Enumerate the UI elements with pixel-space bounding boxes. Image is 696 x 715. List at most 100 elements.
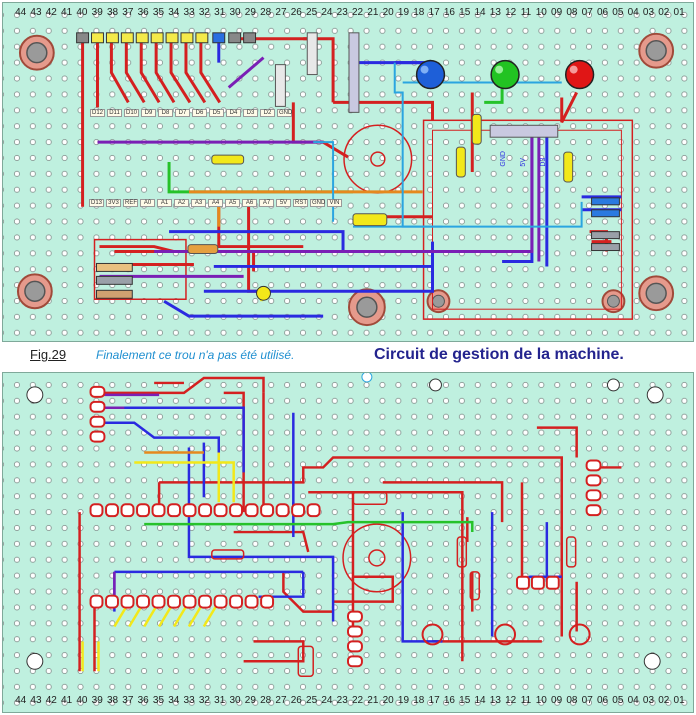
solder-pad: [167, 503, 181, 518]
solder-pad: [244, 503, 259, 518]
pin-label: A6: [242, 199, 257, 207]
hole-top-middle: [429, 378, 442, 392]
bottom-column-number: 39: [91, 695, 103, 706]
solder-pad: [167, 594, 181, 609]
resistor-footprints: [211, 491, 577, 677]
top-column-number: 06: [596, 7, 609, 18]
bottom-column-number: 27: [275, 695, 287, 706]
top-column-number: 10: [535, 7, 547, 18]
bottom-column-number: 09: [551, 695, 563, 706]
pin-label: D3: [243, 109, 258, 117]
top-column-number: 37: [122, 7, 134, 18]
solder-pad: [198, 594, 213, 609]
pin-label: D8: [158, 109, 173, 117]
annotation-note: Finalement ce trou n'a pas été utilisé.: [96, 348, 295, 362]
bottom-column-number: 04: [627, 695, 639, 706]
bottom-column-number: 16: [443, 695, 455, 706]
bottom-column-number: 02: [658, 695, 670, 706]
sensor-pin-label: D3: [540, 157, 547, 167]
top-column-number: 11: [520, 7, 532, 18]
bottom-column-number: 22: [351, 695, 364, 706]
top-column-number: 13: [489, 7, 501, 18]
bottom-column-number: 14: [474, 695, 486, 706]
led-blue: [415, 59, 446, 90]
pin-label: GND: [310, 199, 326, 207]
arduino-pad-row-lower: [89, 594, 275, 609]
arduino-pad-row-upper: [89, 503, 321, 518]
bottom-column-number: 38: [106, 695, 119, 706]
top-column-number: 38: [106, 7, 119, 18]
led-red: [564, 59, 595, 90]
solder-pad: [306, 503, 321, 518]
pin-label: D6: [192, 109, 207, 117]
solder-pad: [260, 594, 275, 609]
figure-label: Fig.29: [30, 347, 67, 362]
top-column-number: 32: [198, 7, 210, 18]
top-column-number: 03: [642, 7, 655, 18]
solder-pad: [198, 503, 213, 518]
solder-pad: [213, 503, 228, 518]
bottom-column-number: 20: [382, 695, 394, 706]
buzzer-footprint: [342, 523, 412, 593]
hole-top-right: [606, 378, 620, 392]
bottom-column-number: 10: [535, 695, 547, 706]
hole-bottom-right: [643, 652, 661, 670]
pin-label: D7: [175, 109, 190, 117]
green-traces: [144, 520, 474, 533]
green-wires: [167, 77, 504, 194]
top-column-number: 21: [367, 7, 379, 18]
bottom-column-number: 31: [214, 695, 226, 706]
top-column-number: 09: [551, 7, 563, 18]
hole-bottom-left: [26, 652, 44, 670]
pin-label: D13: [89, 199, 104, 207]
bottom-column-number: 32: [198, 695, 210, 706]
buzzer-outline: [343, 124, 413, 194]
pin-label: GND: [277, 109, 293, 117]
blue-wires: [163, 38, 622, 318]
solder-pad: [136, 594, 150, 609]
pin-label: D2: [260, 109, 275, 117]
bottom-column-number: 44: [15, 695, 27, 706]
top-column-number: 44: [15, 7, 27, 18]
screw-terminal-right: [591, 197, 620, 252]
solder-pad: [291, 503, 306, 518]
bottom-column-number: 35: [152, 695, 165, 706]
top-column-number: 07: [581, 7, 593, 18]
solder-pad: [105, 594, 119, 609]
solder-pad: [136, 503, 150, 518]
top-column-number: 05: [612, 7, 624, 18]
top-column-number: 35: [152, 7, 165, 18]
bottom-column-number: 05: [612, 695, 624, 706]
bottom-column-number: 07: [581, 695, 593, 706]
bottom-column-number: 01: [673, 695, 685, 706]
solder-pad: [244, 594, 259, 609]
bottom-column-number: 37: [122, 695, 134, 706]
top-column-number: 24: [321, 7, 333, 18]
solder-pad: [182, 503, 197, 518]
solder-pad: [229, 594, 244, 609]
solder-pad: [182, 594, 197, 609]
bottom-column-number: 12: [505, 695, 517, 706]
top-column-number: 01: [673, 7, 685, 18]
bottom-column-number: 13: [489, 695, 501, 706]
hole-top-far-right: [646, 386, 664, 404]
top-column-number: 15: [459, 7, 471, 18]
top-column-number: 29: [244, 7, 256, 18]
solder-pad: [151, 503, 166, 518]
pin-label: A0: [140, 199, 155, 207]
bottom-column-number: 08: [566, 695, 578, 706]
bottom-column-number: 33: [183, 695, 195, 706]
bottom-column-number: 34: [168, 695, 180, 706]
pin-label: REF: [123, 199, 138, 207]
top-column-number: 28: [260, 7, 272, 18]
top-column-number: 20: [382, 7, 394, 18]
solder-pad: [213, 594, 228, 609]
top-column-number: 18: [413, 7, 425, 18]
top-column-number: 25: [306, 7, 318, 18]
pin-label: 5V: [276, 199, 291, 207]
top-column-number: 12: [505, 7, 517, 18]
mounting-hole-bottom-right: [638, 275, 675, 312]
top-column-number: 36: [137, 7, 149, 18]
